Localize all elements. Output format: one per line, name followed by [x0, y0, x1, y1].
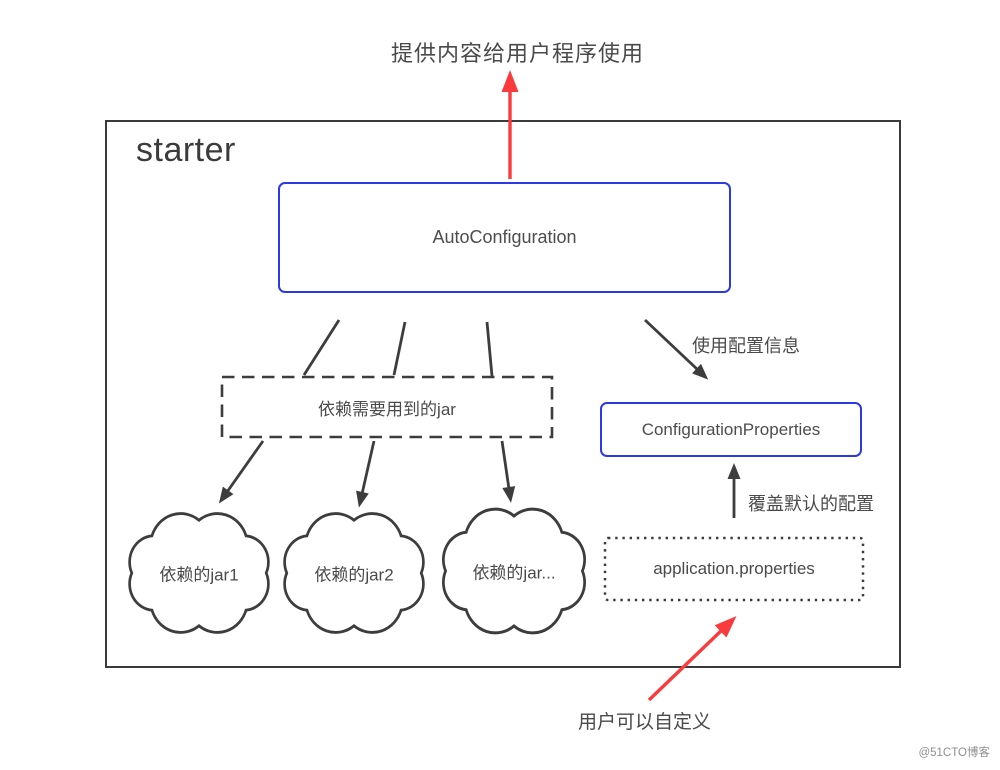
starter-title: starter — [136, 131, 236, 169]
application-properties-label: application.properties — [653, 559, 815, 578]
cloud-jar1-label: 依赖的jar1 — [159, 565, 239, 585]
auto-configuration-node: AutoConfiguration — [278, 182, 731, 293]
use-config-edge-label: 使用配置信息 — [692, 336, 800, 356]
watermark: @51CTO博客 — [918, 747, 990, 759]
starter-container-box — [105, 120, 901, 668]
cloud-jar-more-label: 依赖的jar... — [472, 563, 556, 583]
top-caption: 提供内容给用户程序使用 — [391, 41, 645, 66]
application-properties-node: application.properties — [605, 538, 863, 600]
user-customizable-label: 用户可以自定义 — [578, 712, 712, 733]
dependency-jar-node: 依赖需要用到的jar — [222, 377, 552, 437]
dependency-jar-label: 依赖需要用到的jar — [318, 399, 456, 419]
configuration-properties-label: ConfigurationProperties — [641, 419, 821, 439]
auto-configuration-label: AutoConfiguration — [432, 227, 577, 247]
configuration-properties-node: ConfigurationProperties — [600, 402, 862, 457]
override-default-edge-label: 覆盖默认的配置 — [748, 494, 874, 514]
cloud-jar2-label: 依赖的jar2 — [314, 565, 394, 585]
